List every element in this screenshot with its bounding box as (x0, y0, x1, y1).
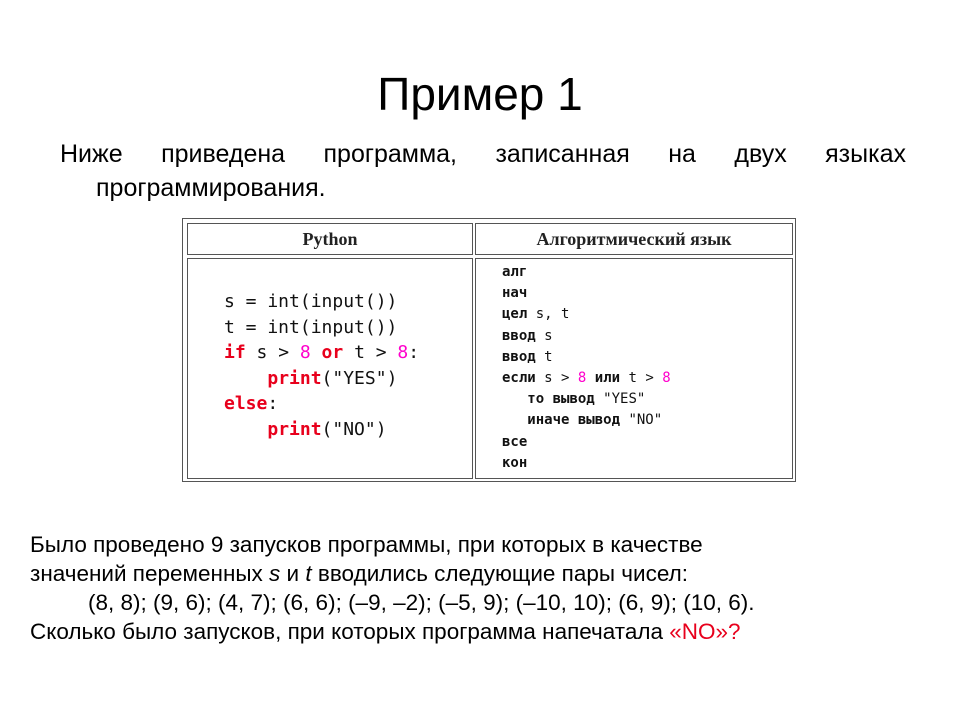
keyword-else: else (224, 393, 268, 414)
code-line: else: (224, 391, 419, 417)
indent (224, 419, 267, 440)
input-pairs: (8, 8); (9, 6); (4, 7); (6, 6); (–9, –2)… (88, 590, 755, 615)
task-line-1: Было проведено 9 запусков программы, при… (30, 532, 703, 557)
code-text: ("NO") (321, 418, 387, 440)
intro-text: Ниже приведена программа, записанная на … (60, 137, 906, 205)
code-line: алг (502, 264, 528, 280)
code-text: t > (620, 369, 663, 386)
variable-t: t (305, 561, 312, 586)
task-text-fragment: вводились следующие пары чисел: (311, 561, 688, 586)
python-code: s = int(input())t = int(input())if s > 8… (224, 289, 419, 442)
code-text: : (408, 342, 420, 363)
code-text: "YES" (594, 391, 646, 408)
number-literal: 8 (299, 342, 311, 363)
task-question: Сколько было запусков, при которых прогр… (30, 617, 930, 646)
indent (502, 412, 527, 428)
code-line: print("YES") (224, 366, 419, 392)
code-text: t > (343, 342, 398, 363)
code-line: t = int(input()) (224, 316, 398, 338)
code-text: s > (535, 369, 578, 386)
keyword-print: print (267, 367, 322, 389)
number-literal: 8 (577, 369, 587, 386)
task-text: Было проведено 9 запусков программы, при… (30, 530, 930, 646)
code-line: ввод t (502, 347, 671, 368)
keyword: то вывод (527, 391, 595, 408)
code-text: t (535, 348, 553, 365)
code-line: если s > 8 или t > 8 (502, 368, 671, 389)
keyword: иначе вывод (527, 412, 621, 429)
algorithmic-language-header: Алгоритмический язык (475, 223, 793, 255)
code-line: все (502, 433, 528, 450)
keyword-if: if (224, 342, 246, 363)
python-header: Python (187, 223, 473, 255)
keyword-or: or (310, 342, 344, 363)
keyword: ввод (502, 348, 536, 365)
task-text-fragment: Сколько было запусков, при которых прогр… (30, 619, 670, 644)
keyword: ввод (502, 327, 536, 344)
python-code-cell: s = int(input())t = int(input())if s > 8… (187, 258, 473, 479)
code-text: "NO" (620, 412, 663, 429)
number-literal: 8 (397, 342, 409, 363)
code-line: ввод s (502, 326, 671, 347)
code-line: нач (502, 285, 528, 302)
keyword: цел (502, 306, 528, 323)
task-line-2: значений переменных s и t вводились след… (30, 559, 930, 588)
task-text-fragment: значений переменных (30, 561, 270, 586)
keyword: или (586, 369, 621, 386)
indent (502, 391, 527, 407)
code-text: : (267, 393, 279, 414)
number-literal: 8 (662, 369, 671, 386)
code-line: иначе вывод "NO" (502, 410, 671, 431)
code-text: s (535, 327, 553, 344)
code-table: Python Алгоритмический язык s = int(inpu… (182, 218, 796, 482)
keyword-print: print (267, 418, 322, 440)
code-text: s > (245, 342, 300, 363)
indent (224, 368, 267, 389)
intro-line-1: Ниже приведена программа, записанная на … (60, 140, 906, 168)
task-text-fragment: и (280, 561, 306, 586)
code-line: s = int(input()) (224, 291, 398, 312)
code-line: то вывод "YES" (502, 389, 671, 410)
answer-highlight: «NO»? (669, 619, 741, 644)
code-line: цел s, t (502, 304, 671, 325)
code-line: if s > 8 or t > 8: (224, 340, 419, 366)
keyword: если (502, 369, 536, 386)
slide-title: Пример 1 (377, 68, 583, 120)
code-text: s, t (527, 306, 570, 323)
code-line: кон (502, 454, 528, 471)
intro-line-2: программирования. (96, 174, 326, 202)
code-line: print("NO") (224, 417, 419, 443)
variable-s: s (269, 561, 281, 586)
code-text: ("YES") (321, 367, 398, 389)
